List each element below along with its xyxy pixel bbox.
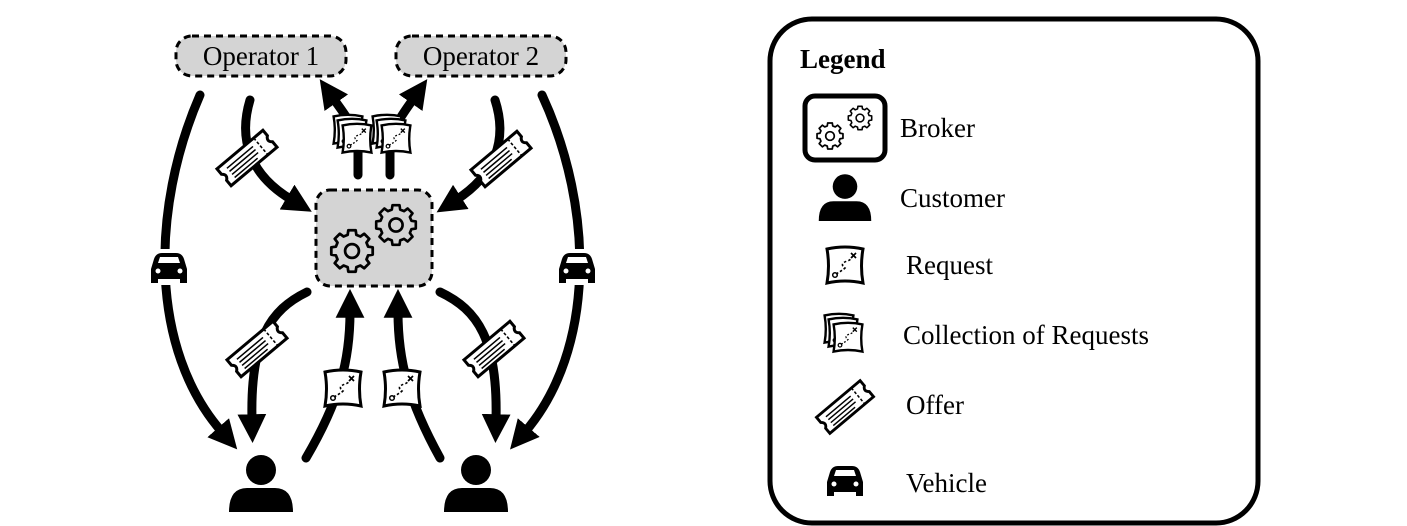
operator-1-node: Operator 1 [174, 34, 348, 78]
vehicle-icon [827, 466, 863, 496]
legend-label-request: Request [906, 250, 993, 280]
vehicle-icon [555, 249, 599, 285]
legend-panel: Legend Broker Customer Request Collectio… [767, 16, 1261, 526]
broker-icon [802, 93, 888, 163]
legend-item-broker: Broker [802, 93, 975, 163]
legend-item-offer: Offer [815, 379, 964, 435]
request-icon [382, 368, 422, 408]
collection-of-requests-icon [334, 115, 372, 153]
operator-1-label: Operator 1 [203, 41, 319, 71]
legend-item-request: Request [825, 245, 993, 285]
request-icon [825, 245, 865, 285]
legend-label-collection-of-requests: Collection of Requests [903, 320, 1149, 350]
legend-item-collection-of-requests: Collection of Requests [825, 314, 1149, 352]
arrow-broker-to-customer2 [435, 287, 511, 444]
operator-2-label: Operator 2 [423, 41, 539, 71]
customer-icon [444, 455, 508, 512]
legend-item-customer: Customer [818, 174, 1005, 221]
legend-label-offer: Offer [906, 390, 964, 420]
collection-of-requests-icon [825, 314, 863, 352]
customer-icon [229, 455, 293, 512]
legend-label-broker: Broker [900, 113, 975, 143]
legend-label-vehicle: Vehicle [906, 468, 987, 498]
legend-item-vehicle: Vehicle [827, 466, 987, 498]
broker-node [314, 188, 434, 288]
request-icon [323, 368, 363, 408]
vehicle-icon [147, 249, 191, 285]
legend-title: Legend [800, 44, 886, 74]
legend-label-customer: Customer [900, 183, 1005, 213]
operator-2-node: Operator 2 [394, 34, 568, 78]
collection-of-requests-icon [373, 115, 411, 153]
